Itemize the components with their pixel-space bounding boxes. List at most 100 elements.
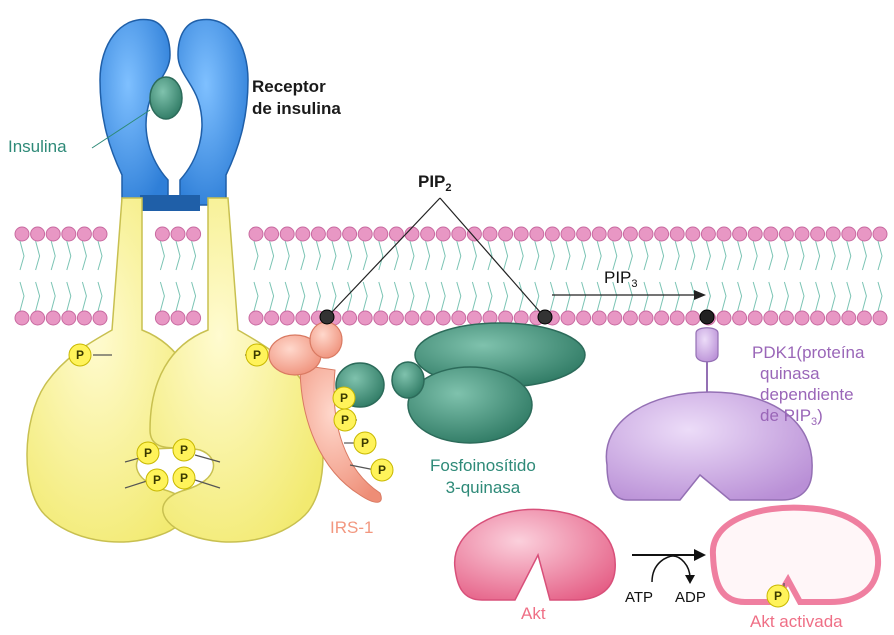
receptor-label: Receptor de insulina: [252, 76, 341, 120]
lipid-head: [280, 227, 294, 241]
lipid-head: [93, 311, 107, 325]
lipid-head: [577, 311, 591, 325]
phosphate-icon: P: [333, 387, 355, 409]
lipid-head: [46, 311, 60, 325]
lipid-head: [405, 311, 419, 325]
lipid-head: [265, 227, 279, 241]
lipid-head: [779, 227, 793, 241]
lipid-head: [842, 227, 856, 241]
lipid-head: [530, 227, 544, 241]
lipid-head: [452, 227, 466, 241]
lipid-head: [592, 311, 606, 325]
akt-protein: [455, 509, 616, 600]
lipid-head: [623, 311, 637, 325]
pdk1-label-line-4: de PIP3): [760, 405, 864, 433]
lipid-head: [639, 311, 653, 325]
lipid-head: [15, 227, 29, 241]
lipid-head: [686, 227, 700, 241]
lipid-head: [717, 227, 731, 241]
pip2-label: PIP2: [418, 172, 452, 198]
lipid-head: [62, 227, 76, 241]
lipid-head: [249, 227, 263, 241]
pip2-lipid-2: [538, 310, 552, 324]
lipid-head: [62, 311, 76, 325]
lipid-head: [31, 227, 45, 241]
lipid-head: [779, 311, 793, 325]
phosphate-icon: P: [246, 344, 268, 366]
lipid-head: [327, 227, 341, 241]
insulina-label: Insulina: [8, 137, 67, 157]
akt-activada-label: Akt activada: [750, 612, 843, 632]
lipid-head: [358, 227, 372, 241]
lipid-head: [187, 311, 201, 325]
receptor-disulfide-bridge: [140, 195, 200, 211]
akt-label: Akt: [521, 604, 546, 624]
lipid-head: [717, 311, 731, 325]
lipid-head: [764, 311, 778, 325]
receptor-label-line-1: Receptor: [252, 76, 341, 98]
phosphate-icon: P: [173, 439, 195, 461]
lipid-head: [764, 227, 778, 241]
pip3-lipid: [700, 310, 714, 324]
lipid-head: [499, 227, 513, 241]
irs1-membrane-domain: [310, 322, 342, 358]
pi3k-label-line-1: Fosfoinosítido: [430, 455, 536, 477]
svg-text:P: P: [378, 463, 386, 477]
pi3k-regulatory-lobe: [408, 367, 532, 443]
pip2-lipid-1: [320, 310, 334, 324]
lipid-head: [670, 311, 684, 325]
lipid-head: [873, 311, 887, 325]
akt-active-outline: [713, 508, 878, 602]
lipid-head: [343, 227, 357, 241]
atp-label: ATP: [625, 588, 653, 608]
svg-text:P: P: [144, 446, 152, 460]
lipid-head: [842, 311, 856, 325]
insulin-molecule: [150, 77, 182, 119]
pi3k-complex: [336, 323, 585, 443]
svg-text:P: P: [361, 436, 369, 450]
lipid-head: [296, 311, 310, 325]
pdk1-label-close: ): [817, 406, 823, 425]
lipid-head: [280, 311, 294, 325]
akt-inactive: [455, 509, 616, 600]
phosphate-icon: P: [767, 585, 789, 607]
lipid-head: [733, 311, 747, 325]
lipid-head: [46, 227, 60, 241]
phosphorylation-reaction: [632, 549, 706, 584]
svg-text:P: P: [153, 473, 161, 487]
receptor-label-line-2: de insulina: [252, 98, 341, 120]
pdk1-label-line-1: PDK1(proteína: [752, 342, 864, 363]
lipid-head: [545, 227, 559, 241]
lipid-head: [389, 311, 403, 325]
lipid-head: [265, 311, 279, 325]
lipid-head: [358, 311, 372, 325]
pip-connectors: [332, 198, 700, 312]
lipid-head: [514, 227, 528, 241]
lipid-head: [374, 311, 388, 325]
phosphate-icon: P: [173, 467, 195, 489]
atp-adp-curve: [652, 556, 690, 582]
lipid-head: [31, 311, 45, 325]
membrane-outer-leaflet: [15, 227, 887, 241]
lipid-head: [857, 311, 871, 325]
svg-text:P: P: [180, 471, 188, 485]
lipid-head: [77, 227, 91, 241]
irs1-label: IRS-1: [330, 518, 373, 538]
lipid-head: [670, 227, 684, 241]
svg-text:P: P: [180, 443, 188, 457]
lipid-head: [452, 311, 466, 325]
lipid-head: [249, 311, 263, 325]
lipid-head: [826, 311, 840, 325]
lipid-head: [592, 227, 606, 241]
lipid-head: [436, 311, 450, 325]
lipid-head: [873, 227, 887, 241]
lipid-head: [421, 311, 435, 325]
pdk1-anchor-domain: [696, 328, 718, 362]
lipid-head: [623, 227, 637, 241]
pip2-label-text: PIP: [418, 172, 445, 191]
lipid-head: [655, 227, 669, 241]
receptor-alpha-right: [178, 19, 248, 205]
pdk1-label: PDK1(proteína quinasa dependiente de PIP…: [760, 342, 864, 433]
svg-text:P: P: [341, 413, 349, 427]
lipid-head: [467, 311, 481, 325]
